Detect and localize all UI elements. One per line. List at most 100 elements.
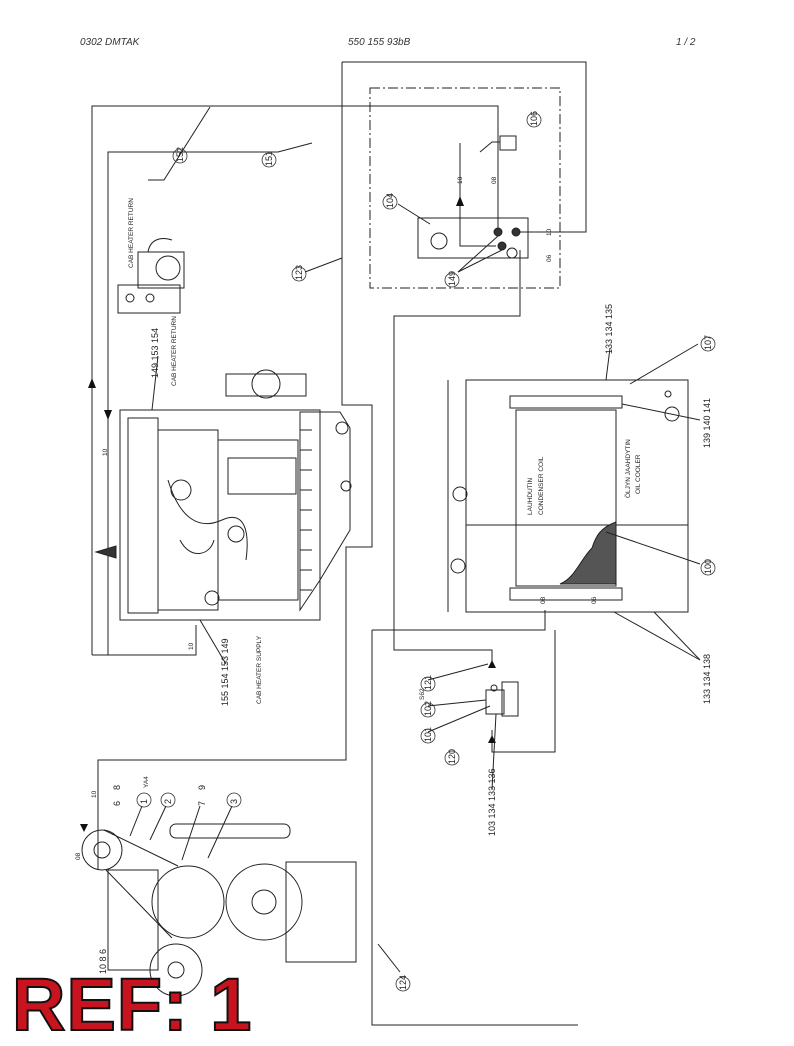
flow-arrows: [80, 196, 496, 832]
callout-ring: [420, 728, 436, 744]
leader: [621, 403, 701, 421]
leader: [397, 203, 431, 225]
leader: [653, 611, 701, 661]
engine-pulley-bracket: [225, 373, 307, 397]
leader: [199, 619, 227, 665]
engine-side-cover: [157, 429, 219, 611]
hose-center-down: [97, 258, 373, 826]
callout-ring: [444, 272, 460, 288]
hose-top-loop: [148, 106, 211, 181]
callout-133-134-138: 133 134 138: [702, 654, 712, 704]
callout-10-8-6: 10 8 6: [98, 949, 108, 974]
callout-ring: [261, 152, 277, 168]
label-s62: S62: [419, 688, 426, 700]
cooler-mount: [450, 558, 466, 574]
port-10-b: 10: [546, 228, 553, 236]
hose-cooler-return: [372, 610, 546, 631]
label-oil-cooler-en: OIL COOLER: [635, 454, 642, 494]
callout-ring: [444, 750, 460, 766]
engine: [94, 369, 352, 621]
heater-fitting-bolt: [125, 293, 135, 303]
crank-pointer: [94, 545, 117, 559]
valve-assembly: [369, 87, 561, 289]
valve-fitting: [493, 227, 503, 237]
hose-151: [107, 142, 313, 415]
engine-manifold: [217, 439, 299, 601]
callout-7: 7: [197, 801, 207, 806]
cooler-assembly: [447, 379, 689, 613]
callout-123: 123: [294, 265, 304, 280]
leader: [629, 343, 699, 385]
callout-103-134-133-136: 103 134 133 136: [487, 768, 497, 836]
callout-155-154-153-149: 155 154 153 149: [220, 638, 230, 706]
flow-arrow: [80, 824, 88, 832]
cooler-core: [515, 409, 617, 587]
callout-ring: [382, 194, 398, 210]
drive-belt: [103, 829, 179, 939]
callout-ring: [226, 792, 242, 808]
port-10-c: 10: [102, 448, 109, 456]
fan-hub: [225, 863, 303, 941]
port-08-b: 08: [540, 596, 547, 604]
leader: [605, 531, 701, 565]
callout-ring: [136, 792, 152, 808]
callout-9: 9: [197, 785, 207, 790]
leader: [457, 235, 499, 273]
hose-lines: [91, 61, 587, 1026]
label-condenser-en: CONDENSER COIL: [538, 456, 545, 515]
callout-102: 102: [423, 701, 433, 716]
leader: [613, 611, 701, 661]
callout-139-140-141: 139 140 141: [702, 398, 712, 448]
filter-body: [485, 689, 505, 715]
callout-151: 151: [264, 151, 274, 166]
oil-filter: [227, 457, 297, 495]
fan-hub-center: [251, 889, 277, 915]
port-10-d: 10: [188, 642, 195, 650]
flow-arrow: [88, 378, 96, 388]
port-08-c: 08: [75, 852, 82, 860]
flow-arrow: [456, 196, 464, 206]
header-left: 0302 DMTAK: [80, 37, 140, 48]
cooler-mount: [664, 390, 672, 398]
heater-fitting-head: [137, 251, 185, 289]
valve-dashed-boundary: [369, 87, 561, 289]
engine-hose: [167, 479, 248, 561]
engine-hose: [179, 539, 215, 554]
leader: [427, 699, 487, 707]
callout-ring: [395, 976, 411, 992]
port-08-a: 08: [491, 176, 498, 184]
leader: [129, 805, 143, 837]
leader-lines: [129, 203, 701, 973]
heater-fitting-arm: [147, 238, 173, 253]
label-condenser-fi: LAUHDUTIN: [527, 477, 534, 515]
hose-to-cooler: [393, 250, 521, 668]
inline-filter: [485, 681, 519, 717]
flow-arrow: [104, 410, 112, 420]
cooler-mount: [452, 486, 468, 502]
callout-149-153-154: 149 153 154: [150, 328, 160, 378]
hose-to-valve: [459, 143, 496, 247]
valve-body: [417, 217, 529, 259]
solenoid: [499, 135, 517, 151]
callout-ring: [291, 266, 307, 282]
header-page-number: 1 / 2: [676, 37, 696, 48]
valve-fitting: [511, 227, 521, 237]
engine-port: [335, 421, 349, 435]
callout-2: 2: [163, 799, 173, 804]
pump-housing: [285, 861, 357, 963]
leader: [457, 249, 503, 273]
port-10-a: 10: [457, 176, 464, 184]
leader: [377, 943, 401, 973]
alternator: [149, 943, 203, 997]
callout-101: 101: [423, 727, 433, 742]
oil-cooler-fins: [559, 521, 617, 585]
header-document-number: 550 155 93bB: [348, 37, 411, 48]
port-10-e: 10: [91, 790, 98, 798]
pump-pulley-hub: [93, 841, 111, 859]
cooler-tank-top: [509, 395, 623, 409]
callout-ring: [526, 112, 542, 128]
callout-ring: [700, 336, 716, 352]
callout-ring: [172, 148, 188, 164]
engine-port: [340, 480, 352, 492]
